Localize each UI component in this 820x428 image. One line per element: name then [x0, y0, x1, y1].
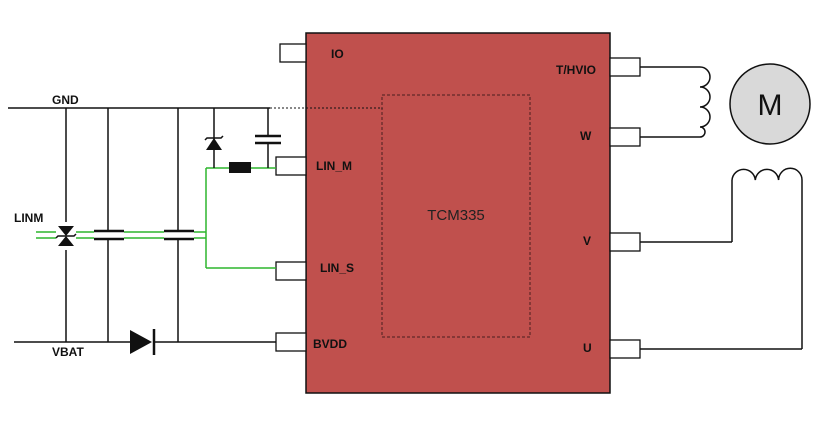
pin-w [609, 127, 641, 147]
net-label-vbat: VBAT [52, 345, 84, 359]
vbat-diode [130, 329, 156, 355]
uv-phase-wiring [640, 180, 803, 350]
linm-capacitor-2 [164, 229, 194, 241]
pin-label-t-hvio: T/HVIO [556, 63, 596, 77]
winding-coil-2 [731, 167, 803, 181]
chip-body [305, 32, 611, 394]
pin-t-hvio [609, 57, 641, 77]
pin-lin-m [275, 156, 307, 176]
w-phase-wiring [640, 66, 700, 138]
pin-v [609, 232, 641, 252]
pin-lin-s [275, 261, 307, 281]
motor-icon [729, 63, 811, 145]
winding-coil-1 [699, 66, 711, 138]
pin-label-lin-s: LIN_S [320, 261, 354, 275]
motor-label: M [758, 89, 783, 122]
pin-bvdd [275, 332, 307, 352]
net-label-gnd: GND [52, 93, 79, 107]
linm-capacitor-1 [94, 229, 124, 241]
pin-label-w: W [580, 129, 592, 143]
lin-m-zener-diode [204, 108, 224, 168]
gnd-rail [8, 107, 383, 109]
pin-label-u: U [583, 341, 592, 355]
pin-label-lin-m: LIN_M [316, 159, 352, 173]
pin-label-bvdd: BVDD [313, 337, 347, 351]
pin-io [279, 43, 307, 63]
lin-m-capacitor [254, 108, 282, 168]
pin-u [609, 339, 641, 359]
net-label-linm: LINM [14, 211, 43, 225]
lin-m-resistor [229, 162, 251, 173]
chip-name: TCM335 [427, 207, 485, 224]
pin-label-v: V [583, 234, 591, 248]
pin-label-io: IO [331, 47, 344, 61]
linm-tvs-diode [55, 222, 77, 250]
linm-bus [36, 167, 276, 269]
